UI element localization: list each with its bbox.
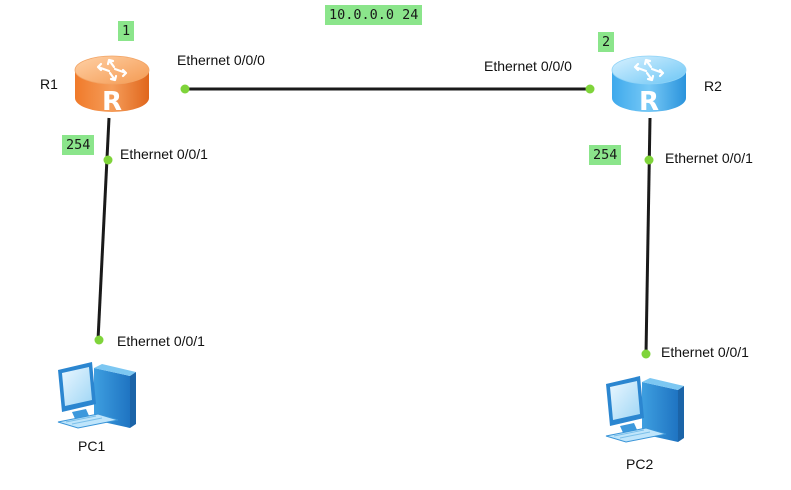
port-r1-e000[interactable] [180, 84, 190, 94]
r1-e001-label: Ethernet 0/0/1 [120, 146, 208, 162]
r2-e001-label: Ethernet 0/0/1 [665, 150, 753, 166]
network-label: 10.0.0.0 24 [325, 5, 423, 25]
r2-name: R2 [704, 78, 722, 94]
r2-lan-tag: 254 [589, 145, 622, 165]
port-pc1-e001[interactable] [94, 335, 104, 345]
r1-name: R1 [40, 76, 58, 92]
r2-id-tag: 2 [598, 32, 615, 52]
link-r1-pc1 [96, 117, 111, 341]
port-r2-e001[interactable] [644, 155, 654, 165]
pc1-e001-label: Ethernet 0/0/1 [117, 333, 205, 349]
port-r1-e001[interactable] [103, 155, 113, 165]
pc2-icon[interactable] [605, 376, 684, 443]
router-r2-icon[interactable]: R [611, 55, 687, 117]
pc1-icon[interactable] [57, 362, 136, 429]
router-r1-icon[interactable]: R [74, 55, 150, 117]
pc2-name: PC2 [626, 456, 654, 472]
link-r2-pc2 [644, 117, 652, 355]
r2-e000-label: Ethernet 0/0/0 [484, 58, 572, 74]
router-r2-glyph: R [639, 87, 659, 117]
port-r2-e000[interactable] [585, 84, 595, 94]
r1-lan-tag: 254 [62, 135, 95, 155]
r1-e000-label: Ethernet 0/0/0 [177, 52, 265, 68]
pc2-e001-label: Ethernet 0/0/1 [661, 344, 749, 360]
pc1-name: PC1 [78, 438, 106, 454]
port-pc2-e001[interactable] [641, 349, 651, 359]
router-r1-glyph: R [102, 87, 122, 117]
r1-id-tag: 1 [118, 21, 135, 41]
